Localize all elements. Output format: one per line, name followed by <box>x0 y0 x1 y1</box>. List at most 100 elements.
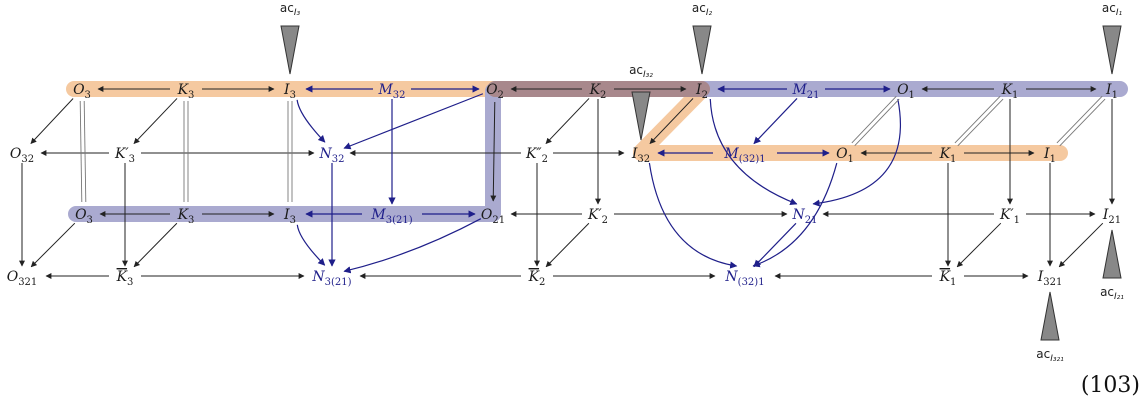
node-K3p-prime: ′ <box>125 146 129 162</box>
node-K1-base: K <box>1001 82 1014 98</box>
node-I21-sub: 21 <box>1108 215 1121 226</box>
node-K3: K3 <box>177 82 195 101</box>
node-M321: M(32)1 <box>723 146 765 165</box>
label-acI21-base: ac <box>1100 285 1114 299</box>
label-acI2-base: ac <box>692 1 706 15</box>
arrow-I2-N21 <box>709 99 798 205</box>
node-I2: I2 <box>695 82 708 101</box>
node-O1b: O1 <box>836 146 854 165</box>
node-O321-sub: 321 <box>18 277 37 288</box>
node-M3_21: M3(21) <box>370 207 412 226</box>
label-acI321-sub: I₃₂₁ <box>1050 354 1064 364</box>
node-O32-sub: 32 <box>21 154 34 165</box>
node-K1b-sub: 1 <box>950 154 956 165</box>
node-M3_21-base: M <box>370 207 386 223</box>
node-I321-base: I <box>1037 269 1044 285</box>
node-K2: K2 <box>589 82 607 101</box>
node-I1b: I1 <box>1043 146 1056 165</box>
equation-number: (103) <box>1081 373 1140 398</box>
node-K3p: K′3 <box>114 146 135 165</box>
node-N32_1: N(32)1 <box>724 269 764 288</box>
node-M32-sub: 32 <box>393 90 406 101</box>
node-O1: O1 <box>897 82 915 101</box>
arrow-O1-N21 <box>812 98 902 207</box>
equality-O3-O3c-1 <box>83 100 87 202</box>
node-M21-sub: 21 <box>807 90 820 101</box>
node-I321-sub: 321 <box>1043 277 1062 288</box>
node-Kbar3-base: K <box>116 269 129 285</box>
node-K3c-sub: 3 <box>188 215 194 226</box>
arrow-I21-I321 <box>1058 222 1104 268</box>
equality-O1-O1b-1 <box>854 98 900 147</box>
node-I1b-sub: 1 <box>1050 154 1056 165</box>
arrow-O1b-N32_1 <box>752 162 838 268</box>
node-N3_21-sub: 3(21) <box>325 277 352 288</box>
node-O321-base: O <box>7 269 19 285</box>
node-I1b-base: I <box>1043 146 1050 162</box>
label-acI2: acI₂ <box>692 1 713 18</box>
node-K2pp-base: K <box>525 146 538 162</box>
node-I3c-base: I <box>283 207 290 223</box>
node-N32_1-sub: (32)1 <box>738 277 765 288</box>
equality-O3-O3c-0 <box>79 101 83 203</box>
label-acI1-base: ac <box>1102 1 1116 15</box>
arrow-I3-N32 <box>296 99 326 143</box>
arrow-N21-N32_1 <box>753 222 797 268</box>
arrow-M21-M321 <box>753 97 798 145</box>
label-acI2-sub: I₂ <box>706 8 713 18</box>
node-O32: O32 <box>10 146 34 165</box>
node-O3-base: O <box>73 82 85 98</box>
node-K2-base: K <box>589 82 602 98</box>
node-I2-base: I <box>695 82 702 98</box>
arrow-O3-O32 <box>30 98 74 144</box>
node-K3c: K3 <box>177 207 195 226</box>
node-K3-sub: 3 <box>188 90 194 101</box>
arrow-O3c-O321 <box>30 222 76 268</box>
node-K3p-base: K <box>114 146 127 162</box>
triangle-acI2 <box>692 25 712 75</box>
node-O2-base: O <box>486 82 498 98</box>
label-acI32-sub: I₃₂ <box>643 70 653 80</box>
node-Kbar1: K1 <box>939 269 957 288</box>
arrow-I3c-N3_21 <box>296 224 326 266</box>
equality-O1-O1b-0 <box>851 95 897 144</box>
arrow-I2-I32 <box>649 98 694 145</box>
arrow-K1p-Kbar1 <box>956 222 1002 268</box>
node-N32_1-base: N <box>724 269 738 285</box>
node-N3_21: N3(21) <box>311 269 351 288</box>
label-acI3: acI₃ <box>280 1 301 18</box>
node-I3-sub: 3 <box>290 90 296 101</box>
node-K1p: K′1 <box>999 207 1020 226</box>
triangle-acI21 <box>1102 229 1122 279</box>
node-M3_21-sub: 3(21) <box>386 215 413 226</box>
node-N32-sub: 32 <box>332 154 345 165</box>
node-K1: K1 <box>1001 82 1019 101</box>
node-M21: M21 <box>791 82 819 101</box>
node-N21-sub: 21 <box>805 215 818 226</box>
node-O1-base: O <box>897 82 909 98</box>
node-I3c: I3 <box>283 207 296 226</box>
node-I3-base: I <box>283 82 290 98</box>
node-Kbar1-sub: 1 <box>950 277 956 288</box>
node-M21-base: M <box>791 82 807 98</box>
node-Kbar3: K3 <box>116 269 134 288</box>
node-I2-sub: 2 <box>702 90 708 101</box>
arrow-K2p-Kbar2 <box>545 222 590 268</box>
triangle-acI3 <box>280 25 300 75</box>
node-O2-sub: 2 <box>498 90 504 101</box>
node-I321: I321 <box>1037 269 1063 288</box>
node-O2: O2 <box>486 82 504 101</box>
arrow-O2-N32 <box>343 93 484 150</box>
label-acI32-base: ac <box>629 63 643 77</box>
label-acI21-sub: I₂₁ <box>1114 292 1124 302</box>
equality-K1-K1b-1 <box>957 98 1004 147</box>
node-M321-sub: (32)1 <box>739 154 766 165</box>
node-K2p: K′2 <box>587 207 608 226</box>
node-O3c-base: O <box>75 207 87 223</box>
node-O21-sub: 21 <box>492 215 505 226</box>
node-O1b-sub: 1 <box>848 154 854 165</box>
node-M32-base: M <box>377 82 393 98</box>
node-K2pp-sub: 2 <box>542 154 548 165</box>
